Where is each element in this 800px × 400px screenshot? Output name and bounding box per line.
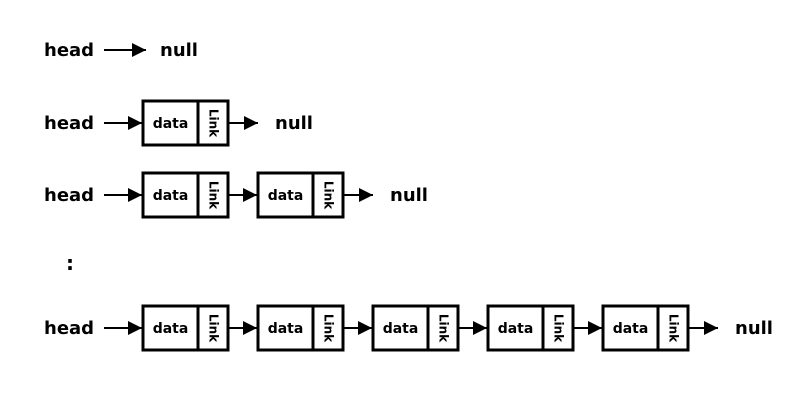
node-data-label: data: [268, 188, 304, 204]
null-label: null: [275, 113, 313, 134]
head-label: head: [44, 40, 94, 61]
head-label: head: [44, 318, 94, 339]
head-label: head: [44, 185, 94, 206]
list-node: [486, 304, 575, 352]
null-label: null: [735, 318, 773, 339]
node-link-label: Link: [667, 314, 681, 343]
list-node: [601, 304, 690, 352]
node-link-label: Link: [207, 314, 221, 343]
node-link-label: Link: [437, 314, 451, 343]
node-data-label: data: [383, 321, 419, 337]
node-data-label: data: [153, 116, 189, 132]
node-data-label: data: [153, 188, 189, 204]
ellipsis-mark: :: [66, 251, 74, 275]
node-data-label: data: [153, 321, 189, 337]
node-data-label: data: [498, 321, 534, 337]
list-node: [256, 171, 345, 219]
null-label: null: [160, 40, 198, 61]
list-node: [141, 304, 230, 352]
node-link-label: Link: [552, 314, 566, 343]
node-link-label: Link: [207, 109, 221, 138]
node-data-label: data: [613, 321, 649, 337]
head-label: head: [44, 113, 94, 134]
list-node: [256, 304, 345, 352]
null-label: null: [390, 185, 428, 206]
node-link-label: Link: [322, 314, 336, 343]
node-link-label: Link: [207, 181, 221, 210]
node-data-label: data: [268, 321, 304, 337]
node-link-label: Link: [322, 181, 336, 210]
